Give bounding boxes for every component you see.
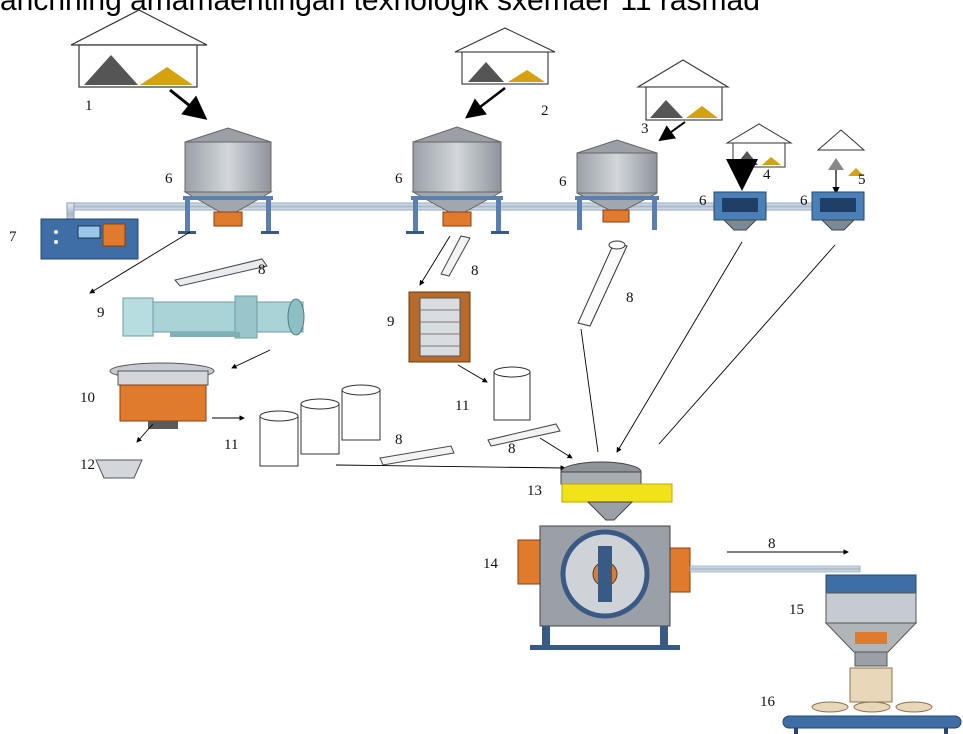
- label-4: 4: [763, 167, 771, 183]
- label-15: 15: [789, 602, 804, 618]
- silo-2: [406, 126, 509, 234]
- silo-1: [178, 127, 279, 234]
- silo-3: [575, 139, 659, 230]
- hopper-5: [811, 191, 865, 231]
- mixer: [560, 461, 673, 521]
- label-8-pipe: 8: [768, 536, 776, 552]
- label-8-conveyor5: 8: [508, 441, 516, 457]
- label-1: 1: [85, 98, 93, 114]
- label-8-conveyor4: 8: [395, 432, 403, 448]
- label-6-silo2: 6: [395, 171, 403, 187]
- label-12: 12: [80, 457, 95, 473]
- feed-arrow-3: [658, 121, 686, 142]
- warehouse-2: [454, 27, 556, 85]
- label-8-conveyor1: 8: [258, 262, 266, 278]
- label-3: 3: [641, 121, 649, 137]
- screw-conveyor-3: [577, 240, 628, 327]
- bag-conveyor: [782, 701, 962, 734]
- vibrating-sieve: [109, 362, 215, 429]
- hammer-mill: [517, 525, 861, 650]
- label-2: 2: [541, 103, 549, 119]
- label-6-silo3: 6: [559, 174, 567, 190]
- feed-arrow-1: [169, 88, 208, 120]
- warehouse-5: [816, 129, 866, 176]
- tower-dryer: [408, 291, 471, 363]
- storage-bin-right: [493, 366, 531, 421]
- blower-unit: [40, 218, 139, 260]
- feed-arrow-2: [465, 87, 506, 119]
- rotary-dryer: [122, 295, 305, 339]
- screw-conveyor-4: [379, 445, 455, 466]
- screw-conveyor-1: [174, 258, 268, 287]
- label-13: 13: [527, 483, 542, 499]
- label-8-conveyor3: 8: [626, 290, 634, 306]
- warehouse-3: [636, 59, 730, 121]
- label-6-hopper5: 6: [800, 193, 808, 209]
- label-6-hopper4: 6: [699, 193, 707, 209]
- diagram-title: anchning amamaentingan texnologik sxemae…: [0, 0, 760, 17]
- label-14: 14: [483, 556, 498, 572]
- label-16: 16: [760, 694, 775, 710]
- label-11-left: 11: [224, 437, 239, 453]
- label-7: 7: [9, 229, 17, 245]
- label-8-conveyor2: 8: [471, 263, 479, 279]
- waste-bin: [95, 459, 143, 479]
- hopper-4: [713, 191, 767, 231]
- packing-machine: [824, 574, 918, 703]
- storage-bins-left: [259, 384, 381, 467]
- label-10: 10: [80, 390, 95, 406]
- screw-conveyor-5: [487, 423, 561, 447]
- warehouse-4: [725, 123, 793, 168]
- label-9-rotary: 9: [97, 305, 105, 321]
- label-6-silo1: 6: [165, 171, 173, 187]
- label-9-tower: 9: [387, 314, 395, 330]
- warehouse-1: [70, 9, 208, 88]
- label-5: 5: [858, 172, 866, 188]
- label-11-right: 11: [455, 398, 470, 414]
- screw-conveyor-2: [440, 235, 471, 277]
